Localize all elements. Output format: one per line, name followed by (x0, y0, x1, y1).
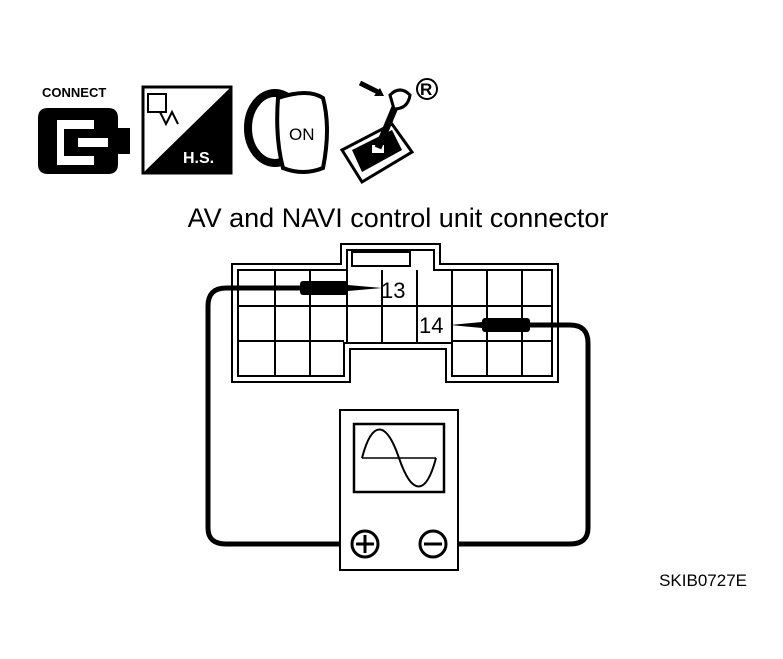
ignition-on-label: ON (289, 125, 315, 144)
icon-row: CONNECT H.S. ON (38, 78, 438, 185)
sine-wave-icon (361, 428, 437, 488)
pin-14-label: 14 (419, 313, 443, 338)
shift-lever-icon: R (339, 78, 438, 185)
connector-title: AV and NAVI control unit connector (188, 203, 609, 233)
hs-label: H.S. (183, 150, 214, 167)
test-leads (205, 285, 591, 547)
probe-pin-13 (300, 281, 382, 295)
negative-terminal (418, 529, 448, 559)
harness-side-icon: H.S. (141, 85, 233, 175)
ignition-on-icon: ON (244, 89, 329, 174)
positive-terminal (350, 529, 380, 559)
registered-label: R (420, 80, 432, 99)
oscilloscope (339, 409, 459, 571)
connect-icon: CONNECT (38, 85, 130, 174)
figure-code: SKIB0727E (659, 571, 747, 590)
pin-13-label: 13 (381, 278, 405, 303)
connector-body (231, 243, 559, 383)
connect-label: CONNECT (42, 85, 106, 100)
probe-pin-14 (450, 318, 530, 332)
